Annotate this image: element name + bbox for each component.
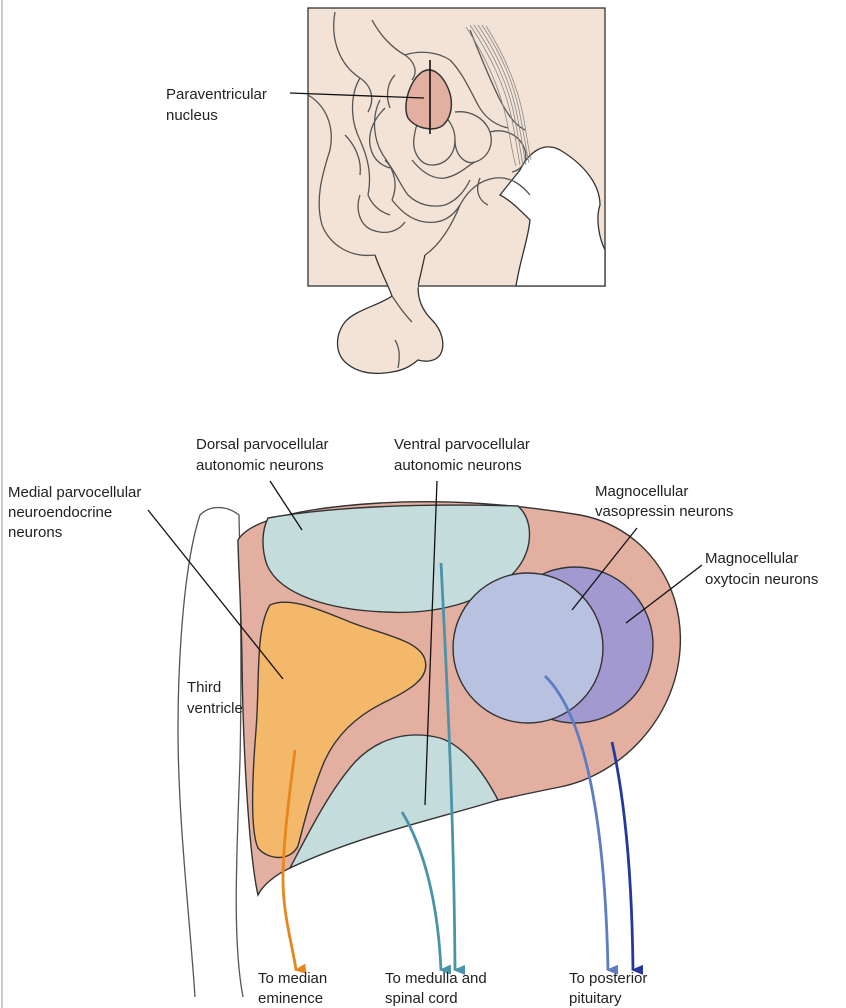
medial-label-line3: neurons xyxy=(8,524,62,541)
svg-text:To median eminence: To median eminence xyxy=(258,970,331,1007)
vasopressin-label-line2: vasopressin neurons xyxy=(595,503,733,520)
oxytocin-label-line2: oxytocin neurons xyxy=(705,571,818,588)
ventral-label-line1: Ventral parvocellular xyxy=(394,436,530,453)
medial-label-line1: Medial parvocellular xyxy=(8,484,141,501)
dorsal-label-line2: autonomic neurons xyxy=(196,457,324,474)
magnocellular-vasopressin-region xyxy=(453,573,603,723)
svg-text:Paraventricular nucleus: Paraventricular nucleus xyxy=(166,86,271,124)
svg-text:Dorsal parvocellular aut: Dorsal parvocellular autonomic neurons xyxy=(196,436,333,474)
medulla-label-line2: spinal cord xyxy=(385,990,458,1007)
medulla-label-line1: To medulla and xyxy=(385,970,487,987)
median-eminence-label-line2: eminence xyxy=(258,990,323,1007)
brain-section-illustration: Paraventricular nucleus xyxy=(166,8,605,373)
paraventricular-label-line2: nucleus xyxy=(166,107,218,124)
svg-text:To posterior pituitary: To posterior pituitary xyxy=(569,970,652,1007)
medulla-arrow-ventral xyxy=(402,812,441,970)
third-ventricle-outline xyxy=(178,508,243,998)
svg-text:To medulla and spinal co: To medulla and spinal cord xyxy=(385,970,491,1007)
posterior-pituitary-label-line2: pituitary xyxy=(569,990,622,1007)
third-ventricle-label-line2: ventricle xyxy=(187,700,243,717)
svg-text:Medial parvocellular neu: Medial parvocellular neuroendocrine neur… xyxy=(8,484,146,541)
nucleus-subdivision-diagram: Dorsal parvocellular autonomic neurons V… xyxy=(8,436,818,1007)
vasopressin-label-line1: Magnocellular xyxy=(595,483,688,500)
oxytocin-label-line1: Magnocellular xyxy=(705,550,798,567)
svg-text:Magnocellular vasopressi: Magnocellular vasopressin neurons xyxy=(595,483,733,520)
svg-text:Magnocellular oxytocin n: Magnocellular oxytocin neurons xyxy=(705,550,818,588)
svg-text:Ventral parvocellular au: Ventral parvocellular autonomic neurons xyxy=(394,436,534,474)
medial-label-line2: neuroendocrine xyxy=(8,504,112,521)
dorsal-label-line1: Dorsal parvocellular xyxy=(196,436,329,453)
svg-text:Third ventricle: Third ventricle xyxy=(187,679,243,717)
posterior-pituitary-label-line1: To posterior xyxy=(569,970,647,987)
median-eminence-label-line1: To median xyxy=(258,970,327,987)
posterior-pituitary-arrow-oxytocin xyxy=(612,742,633,970)
ventral-label-line2: autonomic neurons xyxy=(394,457,522,474)
third-ventricle-label-line1: Third xyxy=(187,679,221,696)
paraventricular-label-line1: Paraventricular xyxy=(166,86,267,103)
